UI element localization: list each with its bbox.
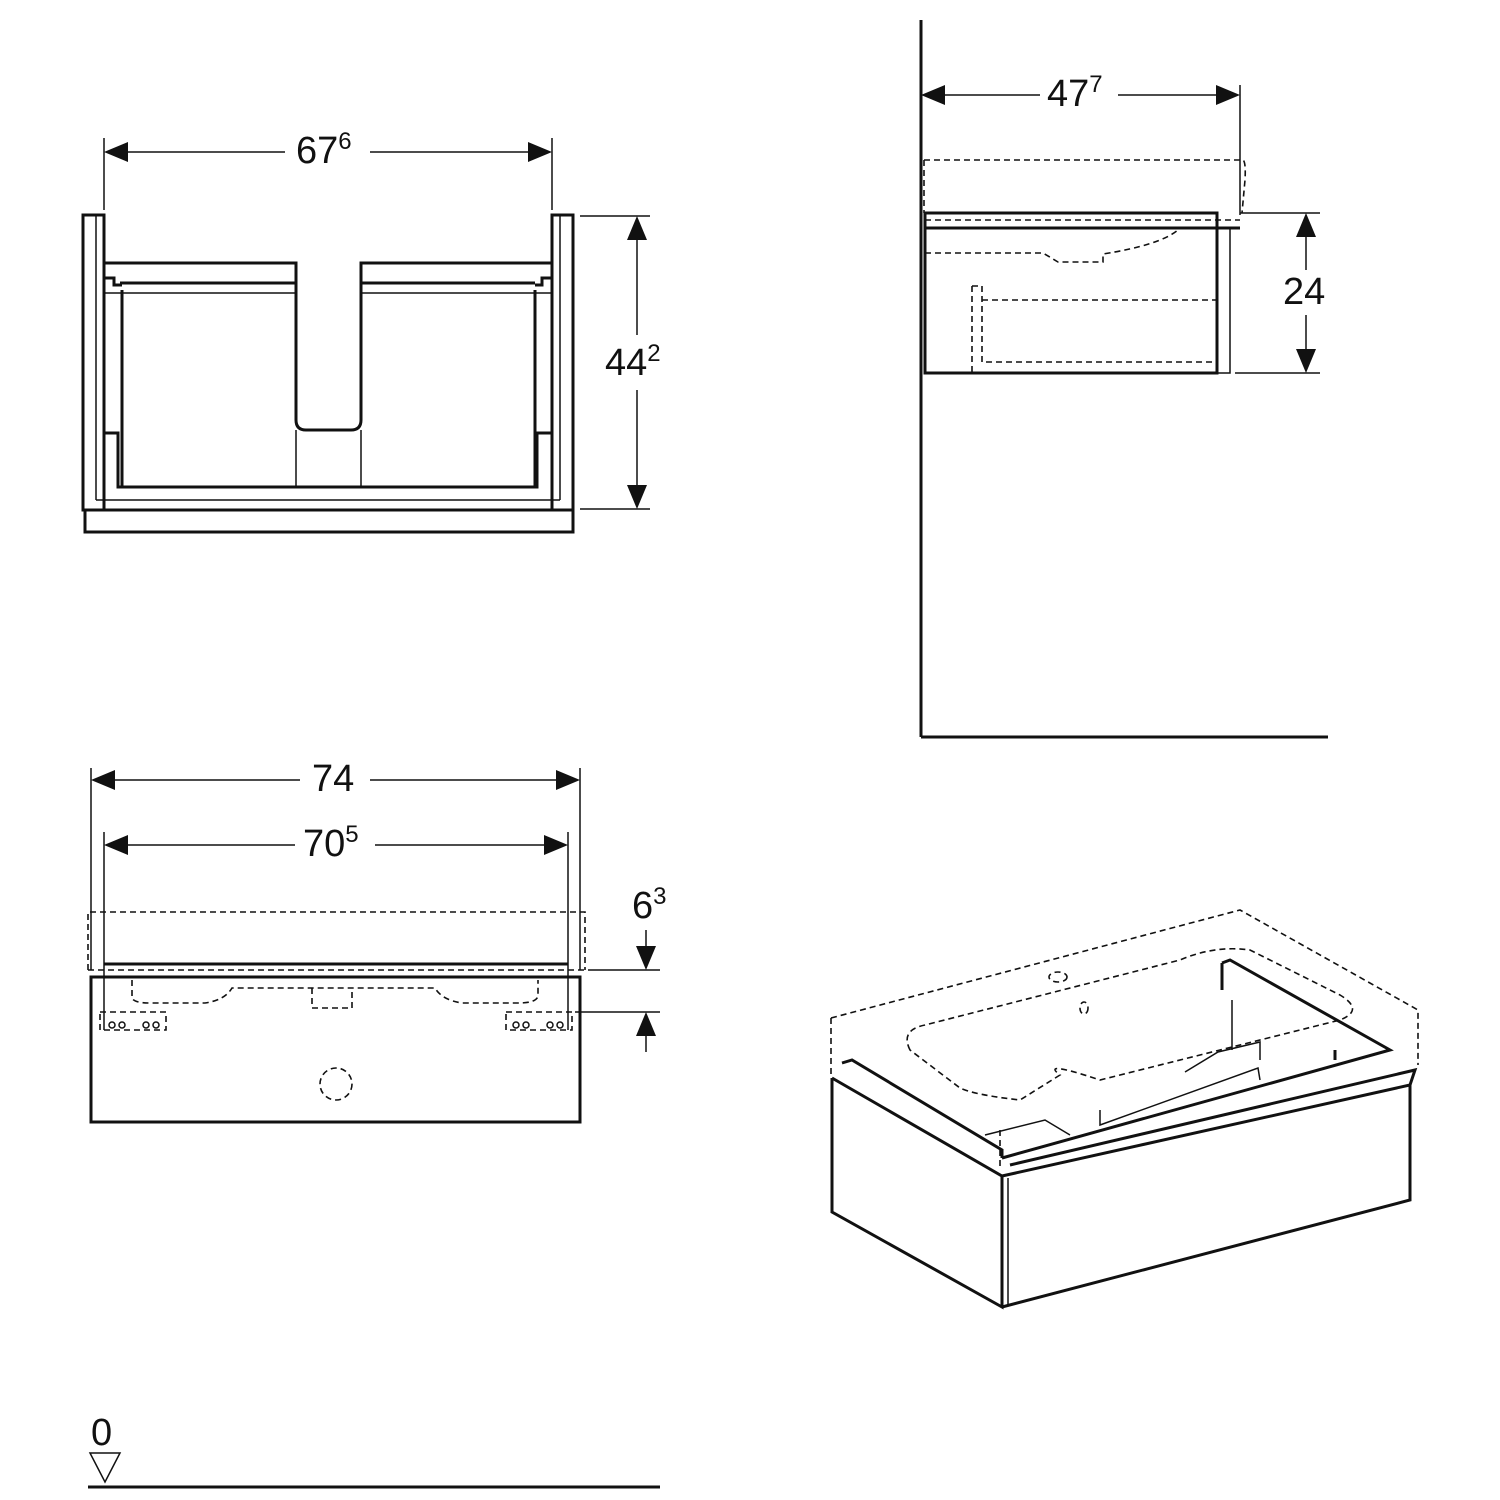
- arrow-head: [91, 770, 115, 790]
- arrow-head: [556, 770, 580, 790]
- dimension-label: 477: [1047, 71, 1103, 115]
- dimension-label: 74: [312, 758, 354, 800]
- arrow-head: [1296, 213, 1316, 237]
- front-view: [87, 911, 586, 1124]
- arrow-head: [627, 485, 647, 509]
- arrow-head: [528, 142, 552, 162]
- arrow-head: [1296, 349, 1316, 373]
- arrow-head: [544, 835, 568, 855]
- dimension-label: 24: [1283, 271, 1325, 313]
- dimension-height-24: 24: [1235, 212, 1325, 374]
- dimension-width-74: 74: [90, 758, 581, 970]
- dimension-label: 676: [296, 128, 352, 172]
- arrow-head: [104, 142, 128, 162]
- dimension-depth-47-7: 477: [921, 71, 1241, 215]
- drain-hole: [319, 1067, 353, 1101]
- arrow-head: [636, 946, 656, 970]
- dimension-label: 63: [632, 883, 667, 927]
- dimension-height-44-2: 442: [580, 215, 661, 510]
- dimension-label: 442: [605, 340, 661, 384]
- level-triangle-icon: [88, 1452, 122, 1484]
- dimension-label: 705: [303, 821, 359, 865]
- floor-level-label: 0: [91, 1412, 112, 1454]
- floor-reference: 0: [88, 1412, 660, 1489]
- dimension-offset-6-3: 63: [575, 883, 667, 1052]
- side-view: [919, 20, 1328, 739]
- arrow-head: [104, 835, 128, 855]
- front-section-view: [81, 213, 575, 534]
- dimension-width-70-5: 705: [103, 821, 569, 1030]
- isometric-view: [830, 909, 1419, 1310]
- arrow-head: [921, 85, 945, 105]
- arrow-head: [1216, 85, 1240, 105]
- dimension-width-67-6: 676: [103, 128, 553, 210]
- arrow-head: [636, 1012, 656, 1036]
- arrow-head: [627, 216, 647, 240]
